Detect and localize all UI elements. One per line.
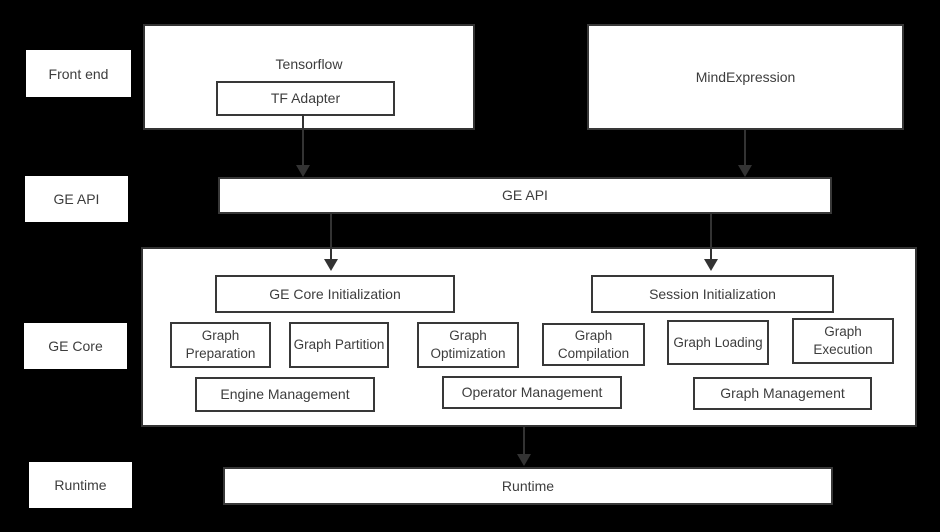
arrow-ge-core-to-runtime <box>517 427 531 466</box>
runtime-bar: Runtime <box>223 467 833 505</box>
mindexpression-box: MindExpression <box>587 24 904 130</box>
stage-label-graph-compilation: Graph Compilation <box>557 327 630 361</box>
arrow-line <box>744 130 746 166</box>
side-label-ge-api-text: GE API <box>53 191 100 207</box>
side-label-runtime: Runtime <box>29 462 132 508</box>
runtime-bar-label: Runtime <box>501 477 555 494</box>
stage-label-graph-execution: Graph Execution <box>813 324 873 357</box>
arrow-line <box>330 214 332 260</box>
stage-box-graph-optimization: Graph Optimization <box>417 322 519 368</box>
arrow-line <box>523 427 525 455</box>
ge-core-initialization-label: GE Core Initialization <box>269 285 401 302</box>
ge-api-bar-label: GE API <box>502 187 548 204</box>
arrow-head-icon <box>324 259 338 271</box>
management-label-graph: Graph Management <box>720 385 845 402</box>
ge-core-initialization-box: GE Core Initialization <box>215 275 455 313</box>
management-label-operator: Operator Management <box>461 384 603 401</box>
arrow-tf-adapter-to-ge-api <box>296 114 310 177</box>
mindexpression-label: MindExpression <box>695 68 796 85</box>
stage-box-graph-compilation: Graph Compilation <box>542 323 645 366</box>
stage-label-graph-partition: Graph Partition <box>293 337 385 353</box>
arrow-head-icon <box>517 454 531 466</box>
tf-adapter-label: TF Adapter <box>270 90 341 107</box>
tensorflow-box: Tensorflow TF Adapter <box>143 24 475 130</box>
management-box-operator: Operator Management <box>442 376 622 409</box>
arrow-line <box>302 114 304 166</box>
arrow-head-icon <box>704 259 718 271</box>
stage-box-graph-partition: Graph Partition <box>289 322 389 368</box>
stage-label-graph-preparation: Graph Preparation <box>185 328 256 361</box>
side-label-ge-api: GE API <box>25 176 128 222</box>
arrow-line <box>710 214 712 260</box>
side-label-ge-core-text: GE Core <box>48 338 103 354</box>
arrow-head-icon <box>738 165 752 177</box>
management-box-graph: Graph Management <box>693 377 872 410</box>
side-label-front-end: Front end <box>26 50 131 97</box>
arrow-mindexpression-to-ge-api <box>738 130 752 177</box>
side-label-runtime-text: Runtime <box>54 477 107 493</box>
management-label-engine: Engine Management <box>220 386 350 403</box>
arrow-ge-api-to-session-initialization <box>704 214 718 271</box>
stage-box-graph-loading: Graph Loading <box>667 320 769 365</box>
stage-box-graph-preparation: Graph Preparation <box>170 322 271 368</box>
session-initialization-label: Session Initialization <box>649 285 776 302</box>
ge-api-bar: GE API <box>218 177 832 214</box>
ge-core-box: GE Core Initialization Session Initializ… <box>141 247 917 427</box>
arrow-head-icon <box>296 165 310 177</box>
session-initialization-box: Session Initialization <box>591 275 834 313</box>
stage-label-graph-loading: Graph Loading <box>673 334 763 350</box>
tensorflow-label: Tensorflow <box>275 56 343 72</box>
stage-label-graph-optimization: Graph Optimization <box>430 328 506 361</box>
side-label-ge-core: GE Core <box>24 323 127 369</box>
side-label-front-end-text: Front end <box>48 65 109 82</box>
management-box-engine: Engine Management <box>195 377 375 412</box>
arrow-ge-api-to-ge-core-initialization <box>324 214 338 271</box>
tf-adapter-box: TF Adapter <box>216 81 395 116</box>
stage-box-graph-execution: Graph Execution <box>792 318 894 364</box>
